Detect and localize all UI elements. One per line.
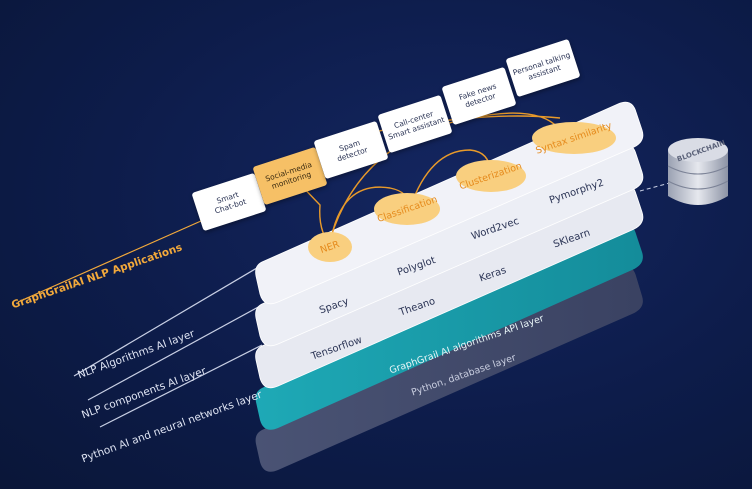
api-layer (255, 224, 643, 430)
algorithm-bubble-clusterization: Clusterization (456, 160, 526, 192)
algorithms-layer (255, 101, 644, 305)
algorithm-bubble-syntax-similarity: Syntax similarity (532, 120, 616, 156)
blockchain-cylinder (667, 138, 729, 205)
algorithm-bubble-ner: NER (308, 232, 352, 262)
database-layer (255, 266, 643, 472)
algorithm-bubble-classification: Classification (374, 193, 440, 225)
